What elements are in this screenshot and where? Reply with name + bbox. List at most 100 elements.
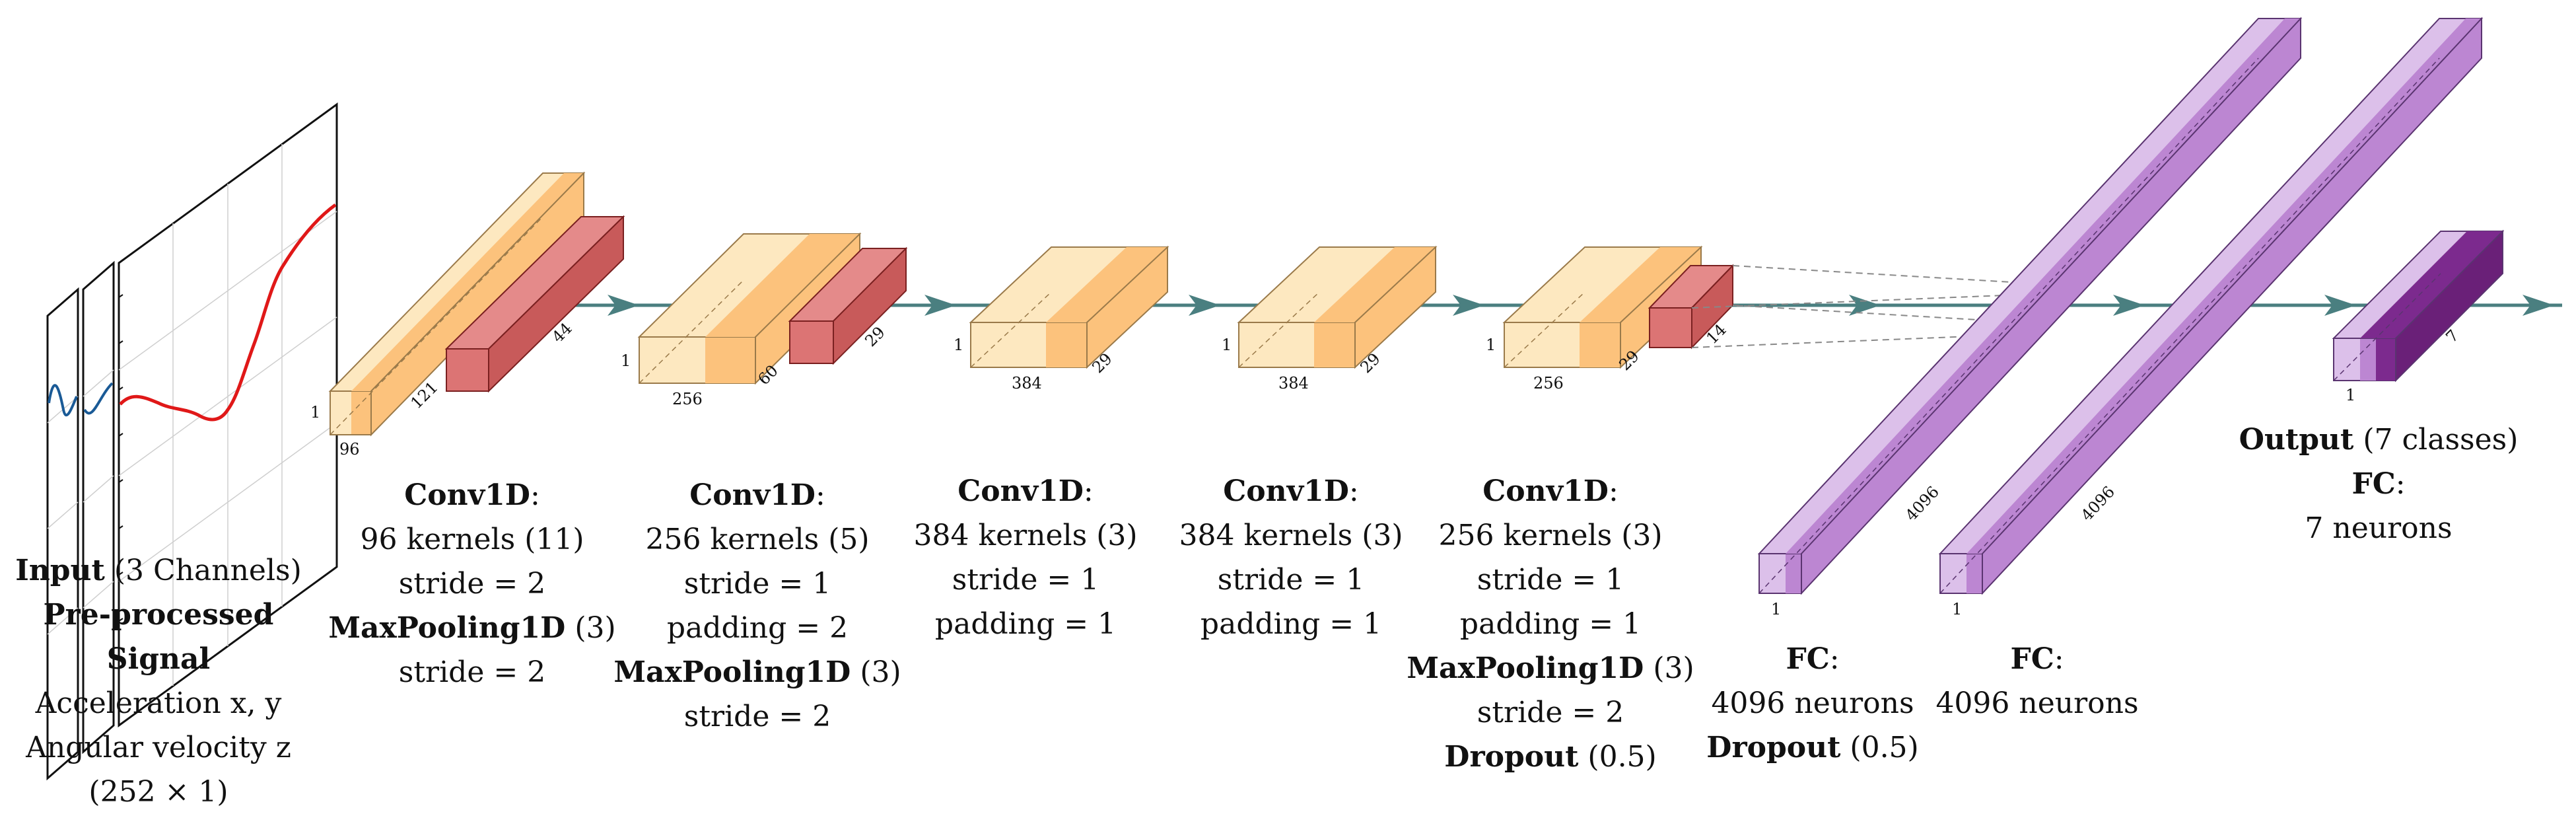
block4-caption: Conv1D: 384 kernels (3) stride = 1 paddi…	[1179, 469, 1403, 646]
block5-conv-suffix: :	[1608, 474, 1619, 508]
fc1-caption: FC: 4096 neurons Dropout (0.5)	[1706, 637, 1918, 770]
block1-kernels: 96 kernels (11)	[360, 523, 584, 556]
fc2-dim: 4096	[2077, 482, 2118, 525]
fc1-dropout-val: (0.5)	[1850, 731, 1919, 764]
block1-pool-title: MaxPooling1D	[328, 611, 566, 645]
block5-caption: Conv1D: 256 kernels (3) stride = 1 paddi…	[1407, 469, 1694, 779]
block3-caption: Conv1D: 384 kernels (3) stride = 1 paddi…	[913, 469, 1137, 646]
block5-dropout-title: Dropout	[1444, 740, 1579, 774]
fc1-dim-h: 1	[1771, 600, 1781, 618]
block2-pool-title: MaxPooling1D	[613, 655, 851, 689]
block1-pool-size: (3)	[574, 611, 616, 645]
input-line5: Angular velocity z	[26, 731, 291, 764]
block5-pool-size: (3)	[1653, 651, 1694, 685]
input-signal-panels	[46, 102, 338, 781]
input-panel-back	[46, 287, 79, 781]
pool-block-2	[788, 246, 908, 365]
block5-dim-h: 1	[1486, 336, 1496, 354]
arrow-head-7	[2324, 295, 2356, 316]
input-line6: (252 × 1)	[88, 775, 228, 809]
fc1-suffix: :	[1829, 642, 1840, 676]
arrow-head-4	[1453, 295, 1484, 316]
block2-pool-stride: stride = 2	[683, 700, 831, 733]
fc1-dim: 4096	[1902, 482, 1943, 525]
block5-stride: stride = 1	[1477, 563, 1624, 597]
arrow-head-8	[2523, 295, 2554, 316]
block1-pool-stride: stride = 2	[398, 655, 546, 689]
input-caption: Input (3 Channels) Pre-processed Signal …	[15, 548, 302, 814]
block2-padding: padding = 2	[666, 611, 849, 645]
fc2-dim-h: 1	[1952, 600, 1962, 618]
block1-dim-w: 96	[339, 440, 360, 459]
fc1-title: FC	[1786, 642, 1830, 676]
block4-dim-h: 1	[1222, 336, 1232, 354]
block2-dim-w: 256	[672, 390, 703, 408]
block2-kernels: 256 kernels (5)	[645, 523, 870, 556]
block3-stride: stride = 1	[952, 563, 1099, 597]
block2-conv-title: Conv1D	[689, 478, 816, 512]
block4-stride: stride = 1	[1217, 563, 1365, 597]
input-line4: Acceleration x, y	[35, 686, 282, 720]
block5-pool-title: MaxPooling1D	[1407, 651, 1644, 685]
block3-dim-h: 1	[954, 336, 963, 354]
block5-dim-w: 256	[1533, 374, 1564, 392]
block4-padding: padding = 1	[1200, 607, 1382, 641]
block3-dim-w: 384	[1012, 374, 1042, 392]
block2-stride: stride = 1	[683, 567, 831, 601]
output-dim-h: 1	[2346, 386, 2355, 404]
fc-bar-1	[1757, 17, 2303, 595]
fc2-title: FC	[2010, 642, 2054, 676]
input-title-rest: (3 Channels)	[114, 554, 302, 587]
block3-conv-title: Conv1D	[957, 474, 1084, 508]
block2-caption: Conv1D: 256 kernels (5) stride = 1 paddi…	[613, 473, 901, 739]
block1-caption: Conv1D: 96 kernels (11) stride = 2 MaxPo…	[328, 473, 615, 694]
arrow-head-5	[1849, 295, 1881, 316]
block3-kernels: 384 kernels (3)	[913, 519, 1138, 552]
block5-padding: padding = 1	[1459, 607, 1642, 641]
block2-dim-h: 1	[621, 352, 631, 370]
block4-kernels: 384 kernels (3)	[1179, 519, 1403, 552]
block2-pool-size: (3)	[860, 655, 901, 689]
output-block	[2332, 229, 2505, 383]
output-fc-suffix: :	[2395, 467, 2406, 501]
arrow-head-2	[924, 295, 956, 316]
input-panel-middle	[82, 260, 115, 755]
fc1-neurons: 4096 neurons	[1711, 686, 1914, 720]
block5-kernels: 256 kernels (3)	[1438, 519, 1663, 552]
block5-dropout-val: (0.5)	[1587, 740, 1657, 774]
conv-block-1	[328, 171, 586, 437]
block1-dim-h: 1	[310, 403, 320, 422]
conv-block-4	[1237, 245, 1438, 369]
arrow-head-6	[2113, 295, 2145, 316]
output-title: Output	[2239, 423, 2354, 457]
output-title-rest: (7 classes)	[2363, 423, 2519, 457]
block2-conv-suffix: :	[815, 478, 825, 512]
fc1-dropout-title: Dropout	[1706, 731, 1841, 764]
output-fc-title: FC	[2351, 467, 2396, 501]
block5-pool-stride: stride = 2	[1477, 696, 1624, 729]
input-panel-front	[118, 102, 338, 727]
conv-block-3	[969, 245, 1169, 369]
block4-conv-title: Conv1D	[1223, 474, 1349, 508]
input-title: Input	[15, 554, 105, 587]
block3-conv-suffix: :	[1083, 474, 1094, 508]
block3-padding: padding = 1	[934, 607, 1117, 641]
arrow-head-3	[1189, 295, 1220, 316]
block5-conv-title: Conv1D	[1482, 474, 1609, 508]
input-line2: Pre-processed	[43, 598, 274, 632]
block1-conv-title: Conv1D	[404, 478, 530, 512]
output-neurons: 7 neurons	[2305, 511, 2453, 545]
fc2-suffix: :	[2054, 642, 2064, 676]
input-line3: Signal	[106, 642, 211, 676]
fc2-caption: FC: 4096 neurons	[1935, 637, 2138, 725]
block1-stride: stride = 2	[398, 567, 546, 601]
arrow-head-1	[608, 295, 639, 316]
block1-conv-suffix: :	[530, 478, 540, 512]
block4-conv-suffix: :	[1348, 474, 1359, 508]
output-caption: Output (7 classes) FC: 7 neurons	[2239, 418, 2519, 550]
pool-block-1	[444, 215, 625, 393]
fc-bar-2	[1938, 17, 2484, 595]
fc2-neurons: 4096 neurons	[1935, 686, 2139, 720]
block4-dim-w: 384	[1278, 374, 1309, 392]
